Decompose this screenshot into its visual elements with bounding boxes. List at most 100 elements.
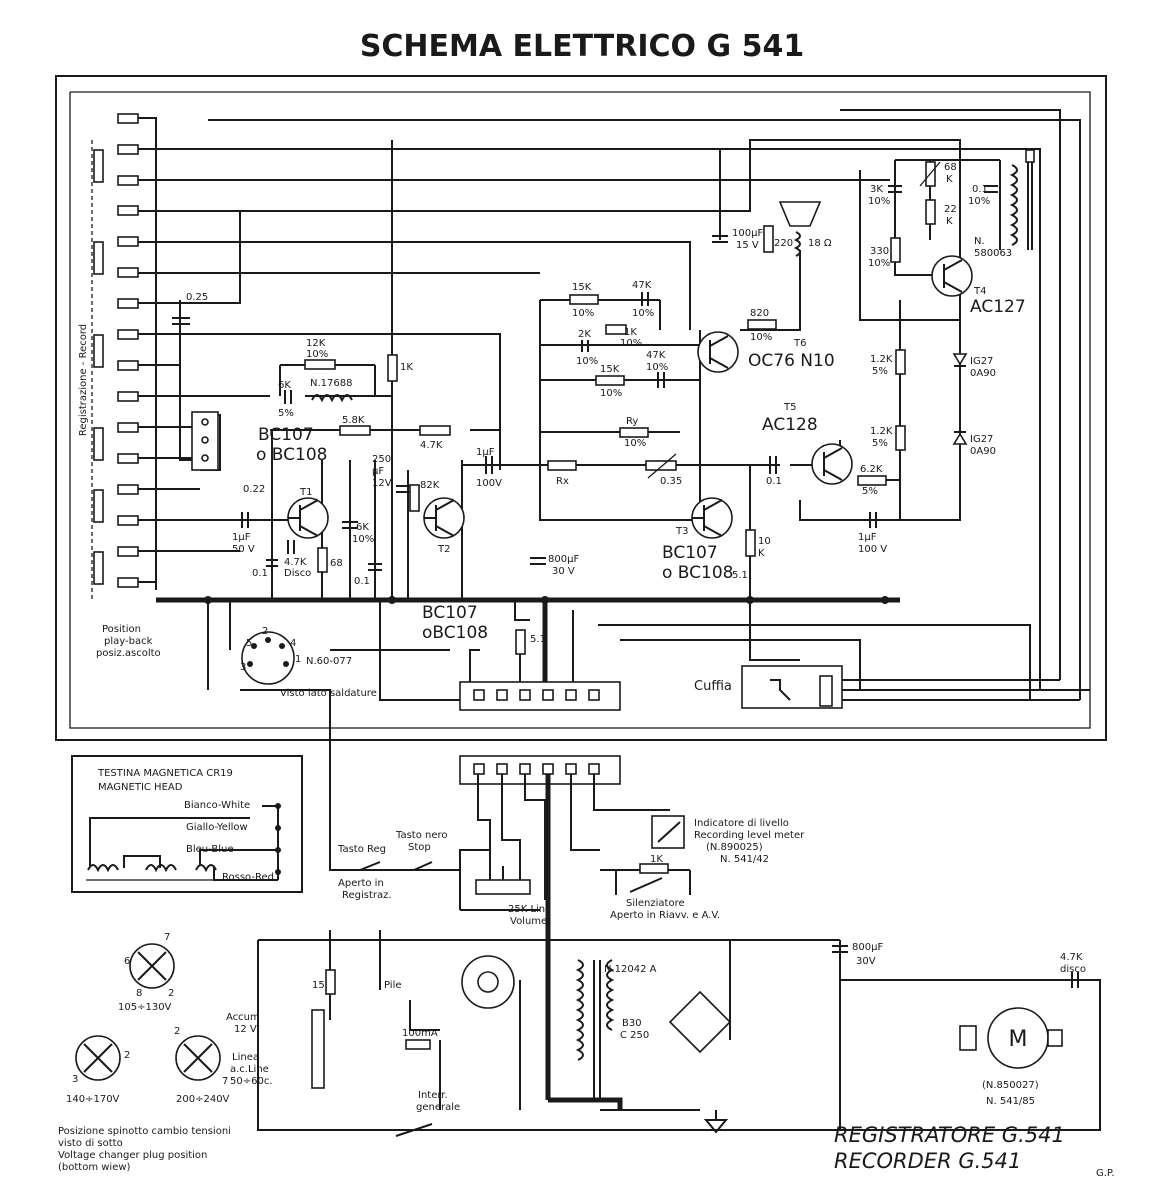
lower-wiring xyxy=(257,774,1101,1131)
svg-text:posiz.ascolto: posiz.ascolto xyxy=(96,648,161,659)
svg-text:10%: 10% xyxy=(646,362,668,373)
svg-text:M: M xyxy=(1009,1027,1028,1052)
plug-140-170v: 2 3 140÷170V xyxy=(66,1035,130,1105)
lower-connector-strip xyxy=(459,755,621,785)
main-switch[interactable]: Interr. generale xyxy=(395,1090,460,1137)
resistor-12k: 12K 10% xyxy=(304,338,336,370)
capacitor-3k: 3K 10% xyxy=(868,184,902,207)
svg-text:N. 541/42: N. 541/42 xyxy=(720,854,769,865)
capacitor-47k-a: 47K 10% xyxy=(632,280,654,319)
svg-text:1K: 1K xyxy=(400,362,413,373)
plug-200-240v: 2 7 200÷240V xyxy=(174,1026,230,1105)
silenziatore-switch[interactable]: 1K Silenziatore Aperto in Riavv. e A.V. xyxy=(610,854,720,921)
voltage-plug-note: Posizione spinotto cambio tensioni visto… xyxy=(58,1126,231,1173)
svg-text:100V: 100V xyxy=(476,478,502,489)
oscillator-coil: N. 580063 xyxy=(974,149,1035,259)
svg-text:6: 6 xyxy=(124,956,130,967)
head-switch-block xyxy=(191,411,219,471)
svg-text:T5: T5 xyxy=(783,402,796,413)
volume-label: 25K Lin xyxy=(508,904,545,915)
aperto-reg-label: Aperto in xyxy=(338,878,384,889)
svg-text:disco: disco xyxy=(1060,964,1086,975)
svg-text:800µF: 800µF xyxy=(852,942,883,953)
svg-text:10%: 10% xyxy=(624,438,646,449)
svg-text:N.17688: N.17688 xyxy=(310,378,352,389)
svg-text:Silenziatore: Silenziatore xyxy=(626,898,685,909)
resistor-1k-left: 1K xyxy=(387,354,413,382)
svg-text:22: 22 xyxy=(944,204,957,215)
resistor-22k: 22 K xyxy=(925,199,957,227)
ground-symbol xyxy=(703,1110,729,1134)
svg-text:2: 2 xyxy=(124,1050,130,1061)
bridge-rectifier: B30 C 250 xyxy=(620,990,732,1054)
svg-text:68: 68 xyxy=(944,162,957,173)
svg-text:2: 2 xyxy=(174,1026,180,1037)
connector-sublabel: Visto lato saldature xyxy=(280,688,377,699)
svg-text:330: 330 xyxy=(870,246,889,257)
svg-text:2: 2 xyxy=(168,988,174,999)
svg-text:12K: 12K xyxy=(306,338,326,349)
record-playback-switch[interactable]: Registrazione - Record xyxy=(78,113,139,600)
svg-text:5.1: 5.1 xyxy=(530,634,546,645)
resistor-1-2k-a: 1.2K 5% xyxy=(870,349,906,377)
diode-d1: IG27 0A90 xyxy=(952,353,996,379)
svg-text:5%: 5% xyxy=(872,438,888,449)
tasto-reg-switch[interactable]: Tasto Reg Aperto in Registraz. xyxy=(337,844,392,901)
svg-text:18 Ω: 18 Ω xyxy=(808,238,832,249)
svg-text:10%: 10% xyxy=(306,349,328,360)
svg-text:Linea: Linea xyxy=(232,1052,259,1063)
cuffia-label: Cuffia xyxy=(694,679,732,694)
level-meter: Indicatore di livello Recording level me… xyxy=(651,815,805,865)
svg-text:play-back: play-back xyxy=(104,636,153,647)
svg-text:Ry: Ry xyxy=(626,416,638,427)
svg-text:µF: µF xyxy=(372,466,384,477)
svg-text:Accum: Accum xyxy=(226,1012,260,1023)
switch-contacts xyxy=(117,113,139,588)
svg-text:T6: T6 xyxy=(793,338,806,349)
svg-text:10%: 10% xyxy=(352,534,374,545)
svg-text:0A90: 0A90 xyxy=(970,368,996,379)
svg-text:Pile: Pile xyxy=(384,980,402,991)
model-label-it: REGISTRATORE G.541 xyxy=(834,1123,1065,1147)
transistor-t6: T6 OC76 N10 xyxy=(697,331,835,373)
svg-text:B30: B30 xyxy=(622,1018,642,1029)
svg-text:30 V: 30 V xyxy=(552,566,575,577)
capacitor-6k: 6K 5% xyxy=(278,380,294,419)
transistor-t2: T2 BC107 oBC108 xyxy=(422,497,488,643)
schematic-wiring xyxy=(138,109,1090,871)
resistor-820: 820 10% xyxy=(747,308,777,343)
svg-text:10%: 10% xyxy=(632,308,654,319)
resistor-1k-mid: 1K 10% xyxy=(605,324,642,349)
volume-potentiometer[interactable]: 25K Lin Volume xyxy=(475,866,547,927)
svg-text:AC127: AC127 xyxy=(970,297,1026,317)
svg-text:(N.850027): (N.850027) xyxy=(982,1080,1039,1091)
svg-text:oBC108: oBC108 xyxy=(422,623,488,643)
resistor-5-1-b: 5.1 xyxy=(732,570,748,581)
svg-text:Recording level meter: Recording level meter xyxy=(694,830,805,841)
svg-text:5%: 5% xyxy=(872,366,888,377)
svg-text:o BC108: o BC108 xyxy=(256,445,328,465)
model-label-en: RECORDER G.541 xyxy=(834,1149,1021,1173)
svg-text:220: 220 xyxy=(774,238,793,249)
board-connector-strip xyxy=(459,681,621,711)
svg-text:K: K xyxy=(758,548,765,559)
svg-text:250: 250 xyxy=(372,454,391,465)
resistor-rx: Rx xyxy=(547,460,577,487)
power-plug[interactable]: Accum 12 V Linea a.c.Line 50÷60c. xyxy=(226,1009,325,1089)
stop-label: Stop xyxy=(408,842,431,853)
svg-text:15: 15 xyxy=(312,980,325,991)
svg-text:8: 8 xyxy=(136,988,142,999)
svg-text:N.12042 A: N.12042 A xyxy=(604,964,657,975)
resistor-4-7k-mid: 4.7K xyxy=(419,425,451,451)
headphone-jack[interactable]: Cuffia xyxy=(694,665,843,709)
fuse-100ma: 100mA xyxy=(402,1028,438,1050)
capacitor-1uf-50v: 1µF 50 V xyxy=(232,512,255,555)
din-connector[interactable]: 1 2 3 4 5 N.60-077 Visto lato saldature xyxy=(240,626,377,699)
svg-text:5%: 5% xyxy=(278,408,294,419)
svg-text:100mA: 100mA xyxy=(402,1028,438,1039)
resistor-5-8k: 5.8K xyxy=(339,415,371,436)
tasto-nero-stop-switch[interactable]: Tasto nero Stop xyxy=(395,830,448,871)
resistor-1-2k-b: 1.2K 5% xyxy=(870,425,906,451)
resistor-15k-b: 15K 10% xyxy=(595,364,625,399)
